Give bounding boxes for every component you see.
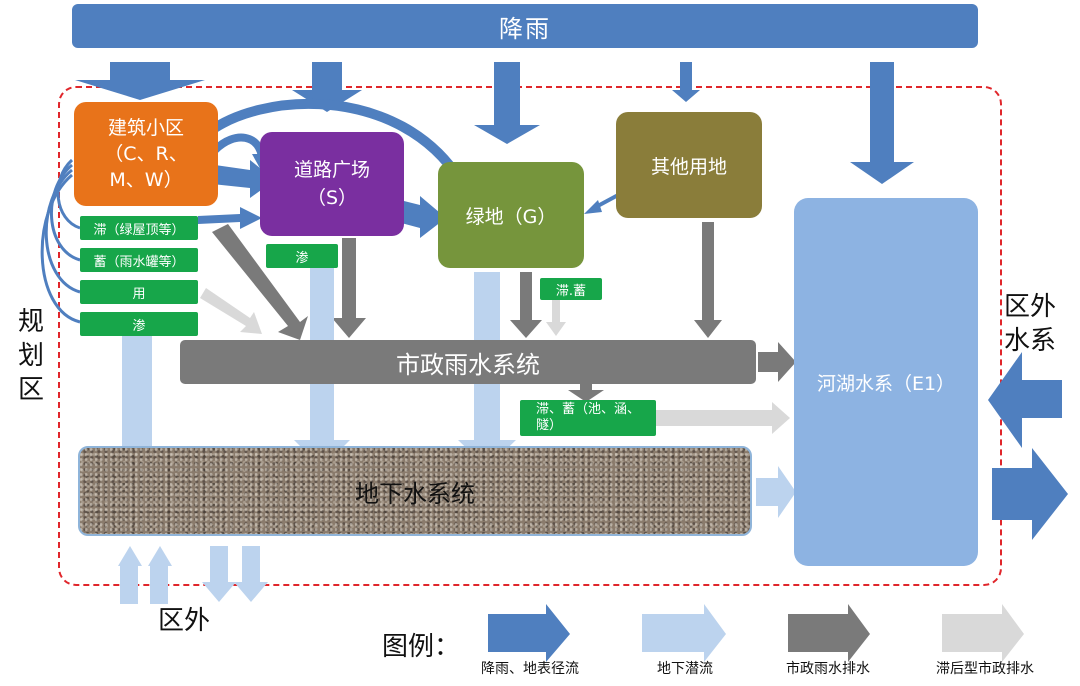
tag-pool-culvert-tunnel: 滞、蓄（池、涵、 隧） bbox=[520, 400, 656, 436]
legend-swatch-municipal bbox=[788, 604, 870, 662]
tag-green-detain-store: 滞.蓄 bbox=[540, 278, 602, 300]
building-district-box: 建筑小区 （C、R、 M、W） bbox=[74, 102, 218, 206]
municipal-stormwater-system: 市政雨水系统 bbox=[180, 340, 756, 384]
planning-region-border bbox=[58, 86, 1002, 586]
legend-label-lagged: 滞后型市政排水 bbox=[936, 661, 1034, 677]
tag-road-infiltrate: 渗 bbox=[266, 244, 338, 268]
legend-label-surface-runoff: 降雨、地表径流 bbox=[481, 661, 579, 677]
outside-label: 区外 bbox=[158, 606, 211, 636]
planning-area-label: 规 划 区 bbox=[18, 307, 45, 405]
legend-swatch-groundwater bbox=[642, 604, 726, 662]
tag-infiltrate: 渗 bbox=[80, 312, 198, 336]
tag-detain-roof: 滞（绿屋顶等） bbox=[80, 216, 198, 240]
other-land-box: 其他用地 bbox=[616, 112, 762, 218]
river-lake-system: 河湖水系（E1） bbox=[794, 198, 978, 566]
legend-label-municipal: 市政雨水排水 bbox=[786, 661, 870, 677]
road-plaza-box: 道路广场 （S） bbox=[260, 132, 404, 236]
rainfall-bar: 降雨 bbox=[72, 4, 978, 48]
tag-use: 用 bbox=[80, 280, 198, 304]
tag-store-tank: 蓄（雨水罐等） bbox=[80, 248, 198, 272]
groundwater-system: 地下水系统 bbox=[78, 446, 752, 536]
legend-label-groundwater: 地下潜流 bbox=[657, 661, 713, 677]
greenland-box: 绿地（G） bbox=[438, 162, 584, 268]
legend-swatch-lagged bbox=[942, 604, 1024, 662]
legend-swatch-surface-runoff bbox=[488, 604, 570, 662]
external-water-label: 区外 水系 bbox=[1004, 292, 1057, 356]
legend-title: 图例： bbox=[382, 632, 461, 662]
